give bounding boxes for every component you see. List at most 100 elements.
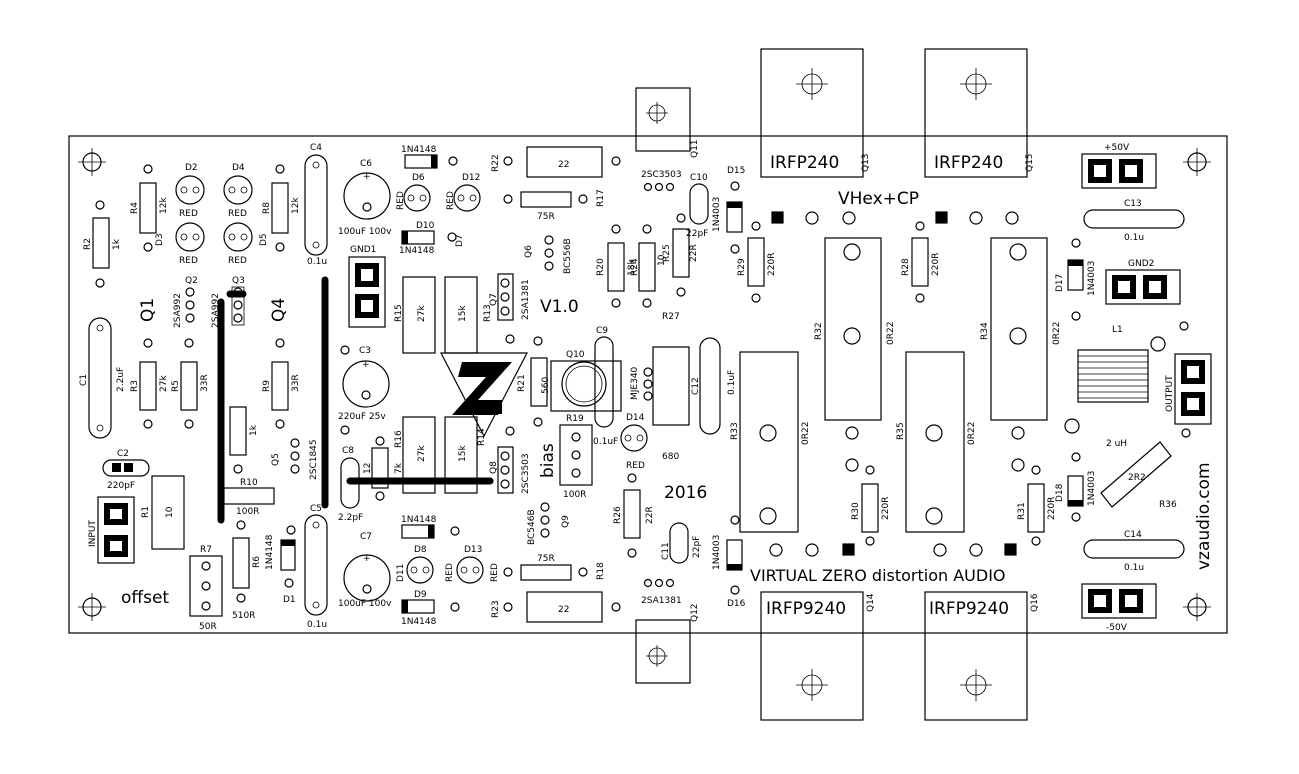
- resistor-r22: 22 R22: [491, 146, 603, 178]
- mounting-hole-icon: [78, 593, 106, 621]
- c3-designator: C3: [359, 346, 371, 356]
- r35-value: 0R22: [967, 422, 977, 445]
- transistor-q8: Q8 2SC3503: [489, 446, 531, 494]
- r8-designator: R8: [262, 202, 272, 214]
- transistor-q2: Q2 2SA992: [173, 276, 198, 328]
- d15-value: 1N4003: [712, 197, 722, 232]
- r17-value: 75R: [537, 212, 555, 222]
- r19-value: 100R: [563, 490, 586, 500]
- c12-designator: C12: [691, 377, 701, 395]
- mounting-hole-icon: [1183, 148, 1211, 176]
- led-d12: D12 RED: [446, 173, 481, 212]
- part-q15-label: IRFP240: [934, 153, 1003, 173]
- resistor-r16: R16 27k: [394, 416, 436, 494]
- board-outline: [68, 135, 1228, 634]
- part-q13-label: IRFP240: [770, 153, 839, 173]
- svg-text:+: +: [363, 172, 371, 182]
- trimmer-r7[interactable]: R7 50R: [189, 545, 223, 632]
- transistor-q3: Q3 2SA992: [211, 276, 245, 328]
- c11-designator: C11: [661, 542, 671, 560]
- d1-designator: D1: [283, 595, 296, 605]
- r33-designator: R33: [730, 422, 740, 440]
- r35-designator: R35: [896, 422, 906, 440]
- r5-value: 33R: [200, 374, 210, 392]
- q8-designator: Q8: [489, 461, 499, 474]
- trimmer-r19[interactable]: R19 100R: [559, 414, 593, 500]
- d5-designator: D5: [259, 233, 269, 246]
- r32-designator: R32: [814, 322, 824, 340]
- r2-designator: R2: [83, 238, 93, 250]
- output-terminal[interactable]: OUTPUT: [1165, 353, 1212, 425]
- r30-designator: R30: [851, 502, 861, 520]
- resistor-r8: R8 12k: [262, 182, 301, 234]
- r27-designator: R27: [662, 312, 680, 322]
- r13-designator: R13: [483, 304, 493, 322]
- gnd2-terminal[interactable]: GND2: [1105, 259, 1181, 305]
- q14-designator: Q14: [866, 593, 876, 612]
- d10-value: 1N4148: [399, 246, 435, 256]
- part-q14-label: IRFP9240: [766, 599, 846, 619]
- q11-outline: Q11 2SC3503: [635, 87, 700, 192]
- q12-outline: Q12 2SA1381: [635, 578, 700, 684]
- q5-part: 2SC1845: [309, 439, 319, 480]
- input-terminal[interactable]: INPUT: [88, 496, 135, 564]
- c14-designator: C14: [1124, 530, 1142, 540]
- d5-value: RED: [228, 256, 247, 266]
- r17-designator: R17: [596, 189, 606, 207]
- r680-value: 680: [662, 452, 679, 462]
- q12-designator: Q12: [690, 603, 700, 622]
- c2-value: 220pF: [107, 481, 135, 491]
- r31-value: 220R: [1047, 497, 1057, 520]
- q9-part: BC546B: [527, 509, 537, 545]
- r26-value: 22R: [645, 506, 655, 524]
- c1-designator: C1: [79, 374, 89, 386]
- d8-value: RED: [445, 563, 455, 582]
- c4-designator: C4: [310, 143, 322, 153]
- capacitor-c14: C14 0.1u: [1083, 530, 1185, 573]
- q5-designator: Q5: [271, 453, 281, 466]
- board-year: 2016: [664, 483, 707, 503]
- led-d3: D3 RED: [155, 222, 205, 266]
- q2-designator: Q2: [185, 276, 198, 286]
- r13-value: 15k: [458, 305, 468, 322]
- diode-d17: D17 1N4003: [1055, 259, 1097, 296]
- bias-label: bias: [538, 443, 558, 478]
- r12-value: 12: [363, 463, 373, 474]
- pos50-terminal[interactable]: +50V: [1081, 143, 1157, 189]
- neg50-terminal[interactable]: -50V: [1081, 583, 1157, 633]
- q15-designator: Q15: [1025, 153, 1035, 172]
- resistor-r36: 2R2 R36: [1100, 441, 1177, 510]
- l1-designator: L1: [1112, 325, 1123, 335]
- r28-value: 220R: [931, 253, 941, 276]
- q10-designator: Q10: [566, 350, 585, 360]
- d12-designator: D12: [462, 173, 480, 183]
- led-d2: D2 RED: [175, 163, 205, 219]
- c6-value: 100uF 100v: [338, 227, 392, 237]
- gnd1-terminal[interactable]: GND1: [348, 245, 386, 328]
- resistor-r21: R21 560: [517, 357, 551, 407]
- q4-designator: Q4: [269, 298, 289, 322]
- gnd2-label: GND2: [1128, 259, 1154, 269]
- c3-value: 220uF 25v: [338, 412, 386, 422]
- board-version: V1.0: [540, 297, 579, 317]
- resistor-7k: 7k 12: [363, 447, 404, 489]
- transistor-mje340: MJE340: [630, 346, 690, 426]
- resistor-r31: R31 220R: [1017, 483, 1057, 533]
- c13-value: 0.1u: [1124, 233, 1144, 243]
- r29-designator: R29: [737, 258, 747, 276]
- r30-value: 220R: [881, 497, 891, 520]
- r21-value: 560: [541, 377, 551, 394]
- r33-value: 0R22: [801, 422, 811, 445]
- led-d8: D8 D11: [396, 545, 434, 584]
- resistor-r23: 22 R23: [491, 591, 603, 623]
- vz-logo-icon: [440, 352, 528, 438]
- r19-designator: R19: [566, 414, 584, 424]
- diode-d16: D16 1N4003: [712, 535, 746, 609]
- d9-value: 1N4148: [401, 617, 437, 627]
- transistor-q7: Q7 2SA1381: [489, 273, 531, 321]
- pos50-label: +50V: [1104, 143, 1130, 153]
- electrolytic-cap-icon: + C7 100uF 100v: [338, 532, 392, 609]
- output-label: OUTPUT: [1165, 375, 1175, 412]
- r14-designator: R14: [477, 428, 487, 446]
